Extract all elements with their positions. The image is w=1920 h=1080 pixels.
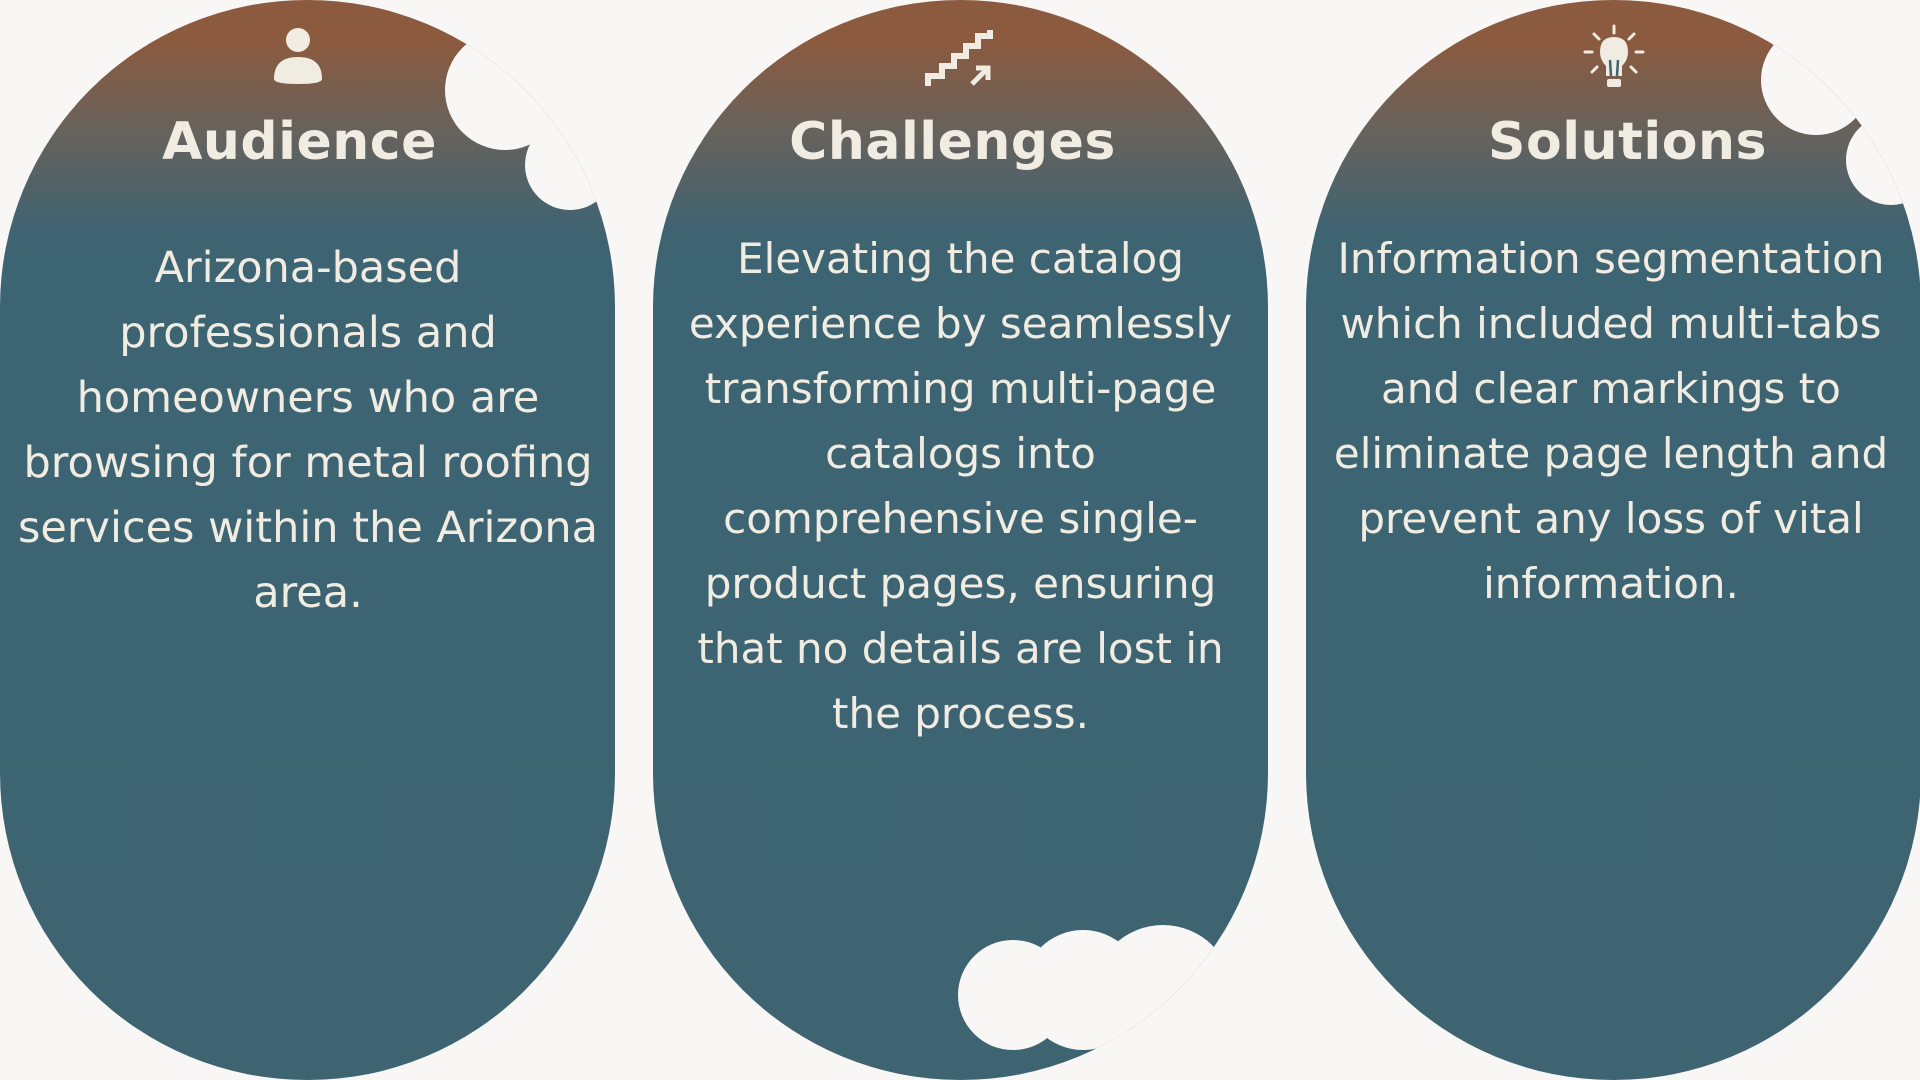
card-body: Arizona-based professionals and homeowne… [18,243,598,618]
stairs-arrow-icon [924,22,994,92]
card-notch [1093,925,1233,1065]
audience-card: Audience Arizona-based professionals and… [0,0,615,1080]
card-title: Challenges [789,112,1116,172]
card-title: Audience [162,112,437,172]
challenges-card: Challenges Elevating the catalog experie… [653,0,1268,1080]
card-notch [1846,115,1920,205]
solutions-card: Solutions Information segmentation which… [1306,0,1920,1080]
card-notch [525,120,615,210]
card-notch [1761,25,1871,135]
card-body: Elevating the catalog experience by seam… [688,234,1233,738]
card-title: Solutions [1488,112,1767,172]
person-icon [263,22,333,92]
lightbulb-icon [1579,22,1649,92]
card-body: Information segmentation which included … [1333,234,1889,608]
